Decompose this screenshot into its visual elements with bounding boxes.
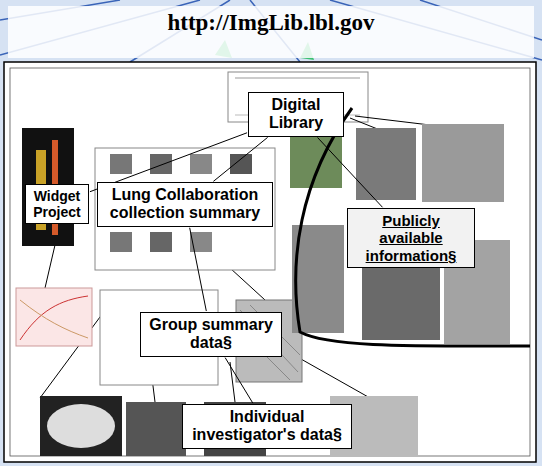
label-box: Digital Library bbox=[248, 92, 344, 137]
node-text: Individual investigator's data§ bbox=[188, 408, 346, 445]
node-text: Publicly available information§ bbox=[353, 212, 469, 264]
node-text: Digital Library bbox=[254, 96, 338, 133]
label-box: Individual investigator's data§ bbox=[182, 404, 352, 449]
connector-line bbox=[190, 228, 207, 311]
group-screenshots bbox=[100, 290, 302, 385]
node-text: Widget Project bbox=[31, 188, 83, 220]
chart-image bbox=[16, 288, 92, 346]
node-text: Lung Collaboration collection summary bbox=[103, 186, 267, 223]
label-box: Widget Project bbox=[25, 184, 89, 224]
connector-line bbox=[318, 138, 383, 208]
label-box: Lung Collaboration collection summary bbox=[97, 182, 273, 227]
label-box: Publicly available information§ bbox=[347, 208, 475, 268]
divider-curve bbox=[296, 108, 530, 346]
connector-line bbox=[225, 358, 253, 404]
label-box: Group summary data§ bbox=[140, 312, 282, 357]
page-title: http://ImgLib.lbl.gov bbox=[0, 10, 542, 36]
node-text: Group summary data§ bbox=[146, 316, 276, 353]
lung-screenshot bbox=[95, 148, 275, 270]
connector-line bbox=[213, 137, 267, 181]
investigator-images bbox=[40, 396, 418, 456]
